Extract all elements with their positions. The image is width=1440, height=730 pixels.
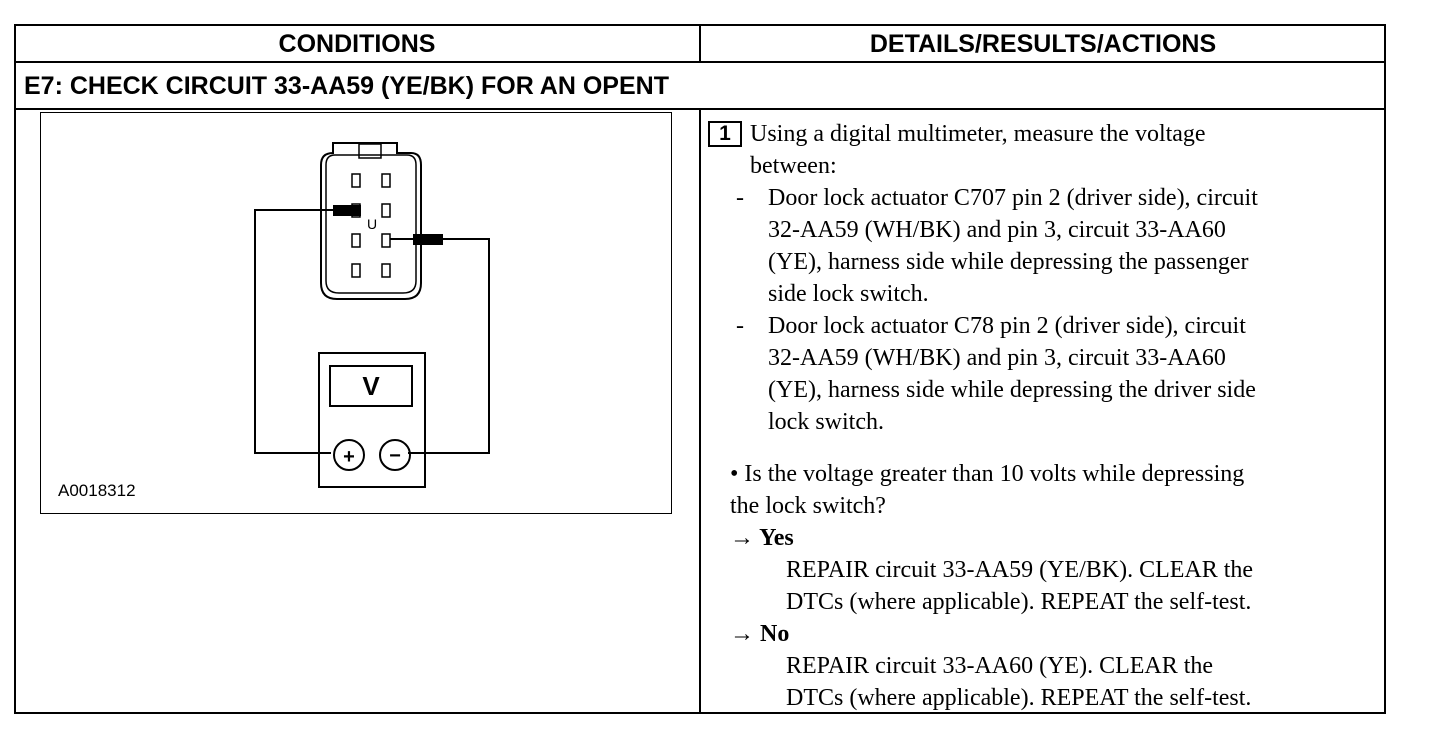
- positive-jack-symbol: +: [343, 446, 355, 468]
- lead-positive: [254, 209, 350, 454]
- details-column: 1 Using a digital multimeter, measure th…: [708, 118, 1380, 714]
- connector-pin: [381, 233, 391, 248]
- bullet-line: (YE), harness side while depressing the …: [768, 249, 1249, 275]
- step-number-badge: 1: [708, 121, 742, 147]
- connector-body: [320, 142, 422, 300]
- step-intro: Using a digital multimeter, measure the …: [750, 121, 1206, 147]
- multimeter-display: [329, 365, 413, 407]
- connector-mark: U: [367, 216, 377, 232]
- connector-latch: [358, 143, 382, 159]
- question-line: • Is the voltage greater than 10 volts w…: [730, 461, 1245, 487]
- list-item: - Door lock actuator C707 pin 2 (driver …: [708, 182, 1380, 310]
- connector-pin: [381, 263, 391, 278]
- multimeter-body: [318, 352, 426, 488]
- probe-positive: [333, 205, 361, 216]
- step-title: E7: CHECK CIRCUIT 33-AA59 (YE/BK) FOR AN…: [24, 71, 669, 100]
- yes-action-line: REPAIR circuit 33-AA59 (YE/BK). CLEAR th…: [786, 557, 1254, 583]
- step-intro-continued: between:: [750, 153, 837, 179]
- lead-negative: [390, 238, 490, 454]
- yes-action-line: DTCs (where applicable). REPEAT the self…: [786, 589, 1252, 615]
- step-1: 1 Using a digital multimeter, measure th…: [708, 118, 1380, 150]
- bullet-line: lock switch.: [768, 409, 884, 435]
- no-answer-label: → No: [730, 621, 790, 647]
- bullet-line: Door lock actuator C707 pin 2 (driver si…: [768, 185, 1258, 211]
- bullet-dash: -: [736, 185, 744, 211]
- bullet-line: 32-AA59 (WH/BK) and pin 3, circuit 33-AA…: [768, 345, 1226, 371]
- conditions-header: CONDITIONS: [278, 29, 436, 58]
- connector-pin: [381, 203, 391, 218]
- bullet-dash: -: [736, 313, 744, 339]
- no-action-line: REPAIR circuit 33-AA60 (YE). CLEAR the: [786, 653, 1214, 679]
- header-divider: [699, 24, 701, 62]
- question-line: the lock switch?: [730, 493, 886, 519]
- header-rule: [14, 61, 1386, 63]
- connector-pin: [351, 233, 361, 248]
- list-item: - Door lock actuator C78 pin 2 (driver s…: [708, 310, 1380, 438]
- connector-pin: [351, 173, 361, 188]
- circuit-figure: + − U V A0018312: [40, 112, 672, 514]
- bullet-line: 32-AA59 (WH/BK) and pin 3, circuit 33-AA…: [768, 217, 1226, 243]
- body-divider: [699, 108, 701, 714]
- figure-id: A0018312: [58, 481, 136, 500]
- yes-answer-label: → Yes: [730, 525, 794, 551]
- multimeter-positive-jack: [333, 439, 365, 471]
- no-action-line: DTCs (where applicable). REPEAT the self…: [786, 685, 1252, 711]
- bullet-line: side lock switch.: [768, 281, 929, 307]
- connector-inner-outline: [325, 154, 417, 294]
- bullet-line: Door lock actuator C78 pin 2 (driver sid…: [768, 313, 1246, 339]
- circuit-diagram: + − U: [254, 142, 490, 488]
- details-header: DETAILS/RESULTS/ACTIONS: [869, 29, 1217, 58]
- meter-display-label: V: [362, 370, 380, 401]
- bullet-line: (YE), harness side while depressing the …: [768, 377, 1256, 403]
- connector-pin: [351, 263, 361, 278]
- negative-jack-symbol: −: [389, 445, 401, 467]
- multimeter-negative-jack: [379, 439, 411, 471]
- probe-negative: [413, 234, 443, 245]
- connector-pin: [381, 173, 391, 188]
